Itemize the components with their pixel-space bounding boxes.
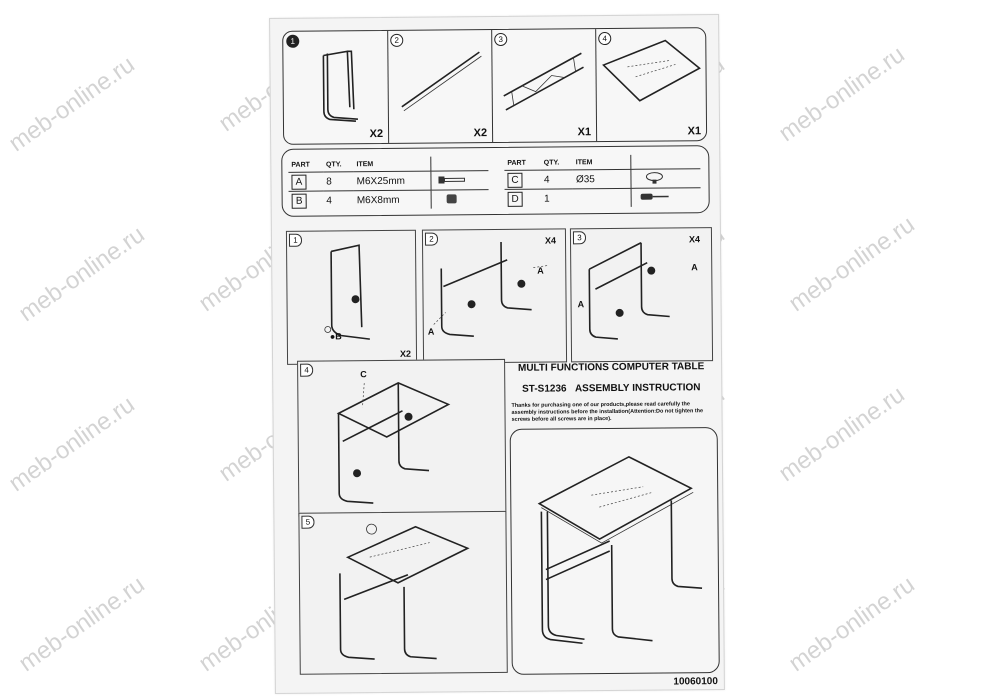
part-qty: 4 [540,169,573,190]
part-letter: D [507,191,523,207]
step-2-drawing [433,241,548,337]
parts-list: 1 X2 2 X2 3 X1 [282,27,708,145]
part-item: Ø35 [572,169,632,189]
step-1: 1 ●B X2 [285,229,418,365]
watermark-text: meb-online.ru [3,390,140,498]
label-a: A [577,299,585,310]
part-letter: A [291,174,307,190]
bolt-icon [438,175,466,184]
part-3: 3 X1 [491,29,598,143]
step-4: 4 C [297,358,507,517]
description-text: Thanks for purchasing one of our product… [511,401,704,423]
step-3: 3 X4 A A [569,227,714,363]
label-a: A [427,326,435,337]
watermark-text: meb-online.ru [773,40,910,148]
part-item: M6X25mm [353,171,432,191]
col-item: ITEM [572,154,632,170]
part-qty: X1 [687,125,702,138]
label-a: A [537,265,544,276]
watermark-text: meb-online.ru [13,220,150,328]
screwdriver-icon [641,193,670,200]
step-5-drawing [339,523,470,660]
part-4: 4 X1 [595,28,706,141]
suction-cup-icon [646,171,664,184]
part-qty: X2 [473,127,488,140]
label-qty: X2 [399,348,412,359]
col-part: PART [288,157,324,173]
part-letter: B [291,193,307,209]
table-row: C 4 Ø35 [504,168,701,190]
step-4-drawing [336,381,451,504]
col-qty: QTY. [322,157,354,173]
assembly-title: ASSEMBLY INSTRUCTION [574,382,701,395]
col-qty: QTY. [540,155,573,171]
watermark-text: meb-online.ru [773,380,910,488]
step-number: 1 [288,233,303,247]
hardware-table-right: PART QTY. ITEM C 4 Ø35 D 1 [504,154,701,208]
part-qty: X1 [577,126,592,139]
part-item: M6X8mm [353,190,432,210]
watermark-text: meb-online.ru [13,570,150,678]
assembled-table-view [509,427,720,675]
document-subtitle: ST-S1236 ASSEMBLY INSTRUCTION [511,382,711,395]
part-item [572,188,632,208]
label-a: A [691,262,698,273]
step-2: 2 X4 A A [421,228,568,364]
watermark-text: meb-online.ru [783,210,920,318]
label-b: B [335,331,342,342]
assembled-table-drawing [537,455,703,645]
step-number: 2 [424,232,439,246]
instruction-header: MULTI FUNCTIONS COMPUTER TABLE ST-S1236 … [511,359,712,424]
step-3-drawing [588,242,670,340]
part-1: 1 X2 [283,30,390,144]
leg-frame-drawing [322,50,359,123]
document-title: MULTI FUNCTIONS COMPUTER TABLE [517,361,705,374]
table-row: B 4 M6X8mm [289,190,489,210]
part-qty: 8 [323,171,354,192]
part-letter: C [507,172,523,188]
col-part: PART [504,155,541,171]
cross-bar-drawing [401,51,482,112]
table-row: A 8 M6X25mm [288,170,489,192]
document-code: 10060100 [673,676,718,688]
hardware-list: PART QTY. ITEM A 8 M6X25mm B 4 M6X8mm PA… [281,145,710,217]
step-number: 5 [301,515,315,529]
part-qty: 1 [544,193,550,205]
foot-cap-icon [446,193,457,203]
hardware-table-left: PART QTY. ITEM A 8 M6X25mm B 4 M6X8mm [288,156,489,210]
step-1-drawing [324,244,370,340]
glass-top-drawing [602,39,701,102]
support-frame-drawing [503,52,584,111]
instruction-sheet: 1 X2 2 X2 3 X1 [269,14,725,694]
table-row: D 1 [505,188,701,208]
label-x4: X4 [544,235,557,246]
label-c: C [360,369,367,380]
watermark-text: meb-online.ru [783,570,920,678]
part-qty: 4 [326,194,332,206]
label-x4: X4 [688,234,701,245]
step-5: 5 [298,510,508,675]
step-number: 4 [300,363,314,377]
model-number: ST-S1236 [522,383,567,395]
step-number: 3 [572,231,587,245]
watermark-text: meb-online.ru [3,50,140,158]
part-2: 2 X2 [387,30,494,143]
col-item: ITEM [353,156,432,172]
part-qty: X2 [369,127,384,141]
